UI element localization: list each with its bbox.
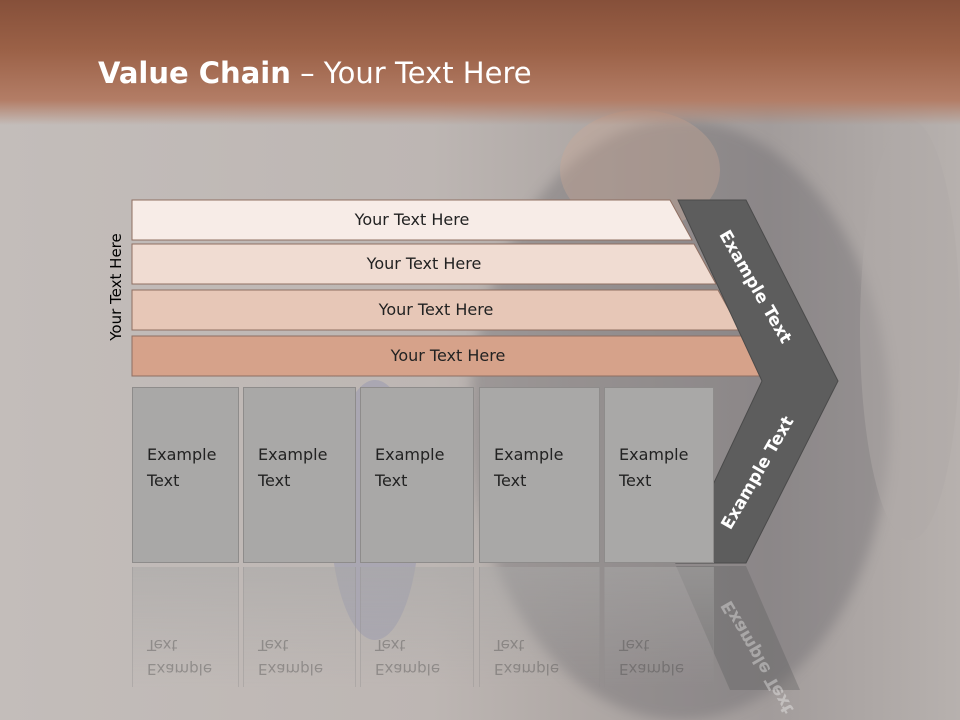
column-label-line2: Text: [258, 471, 291, 490]
row-band-shape: [131, 243, 717, 285]
chevron-arrow: [675, 199, 839, 564]
column-label-line1: Example: [258, 445, 328, 464]
title-rest: – Your Text Here: [290, 56, 532, 90]
row-label: Your Text Here: [378, 300, 494, 319]
chevron-bottom-label: Example Text: [718, 413, 799, 533]
row-band-1: Your Text Here: [152, 200, 672, 239]
column-label-line2: Text: [494, 471, 527, 490]
row-band-4: Your Text Here: [152, 336, 744, 375]
row-band-shape: [131, 199, 693, 241]
row-band-2: Your Text Here: [152, 244, 696, 283]
title-bar: [0, 0, 960, 125]
chevron-bottom-label-reflection: Example Text: [718, 597, 799, 717]
row-label: Your Text Here: [390, 346, 506, 365]
column-label-line1: Example: [147, 445, 217, 464]
column-label-line2: Text: [147, 471, 180, 490]
row-band-3: Your Text Here: [152, 290, 720, 329]
title-bold: Value Chain: [98, 56, 291, 90]
column-label-line1: Example: [619, 445, 689, 464]
column-label-line1: Example: [375, 445, 445, 464]
slide-title: Value Chain – Your Text Here: [98, 56, 532, 90]
column-label-line1: Example: [494, 445, 564, 464]
row-label: Your Text Here: [354, 210, 470, 229]
column-label-line2: Text: [375, 471, 408, 490]
chevron-top-label: Example Text: [715, 227, 796, 347]
row-label: Your Text Here: [366, 254, 482, 273]
column-label-line2: Text: [619, 471, 652, 490]
